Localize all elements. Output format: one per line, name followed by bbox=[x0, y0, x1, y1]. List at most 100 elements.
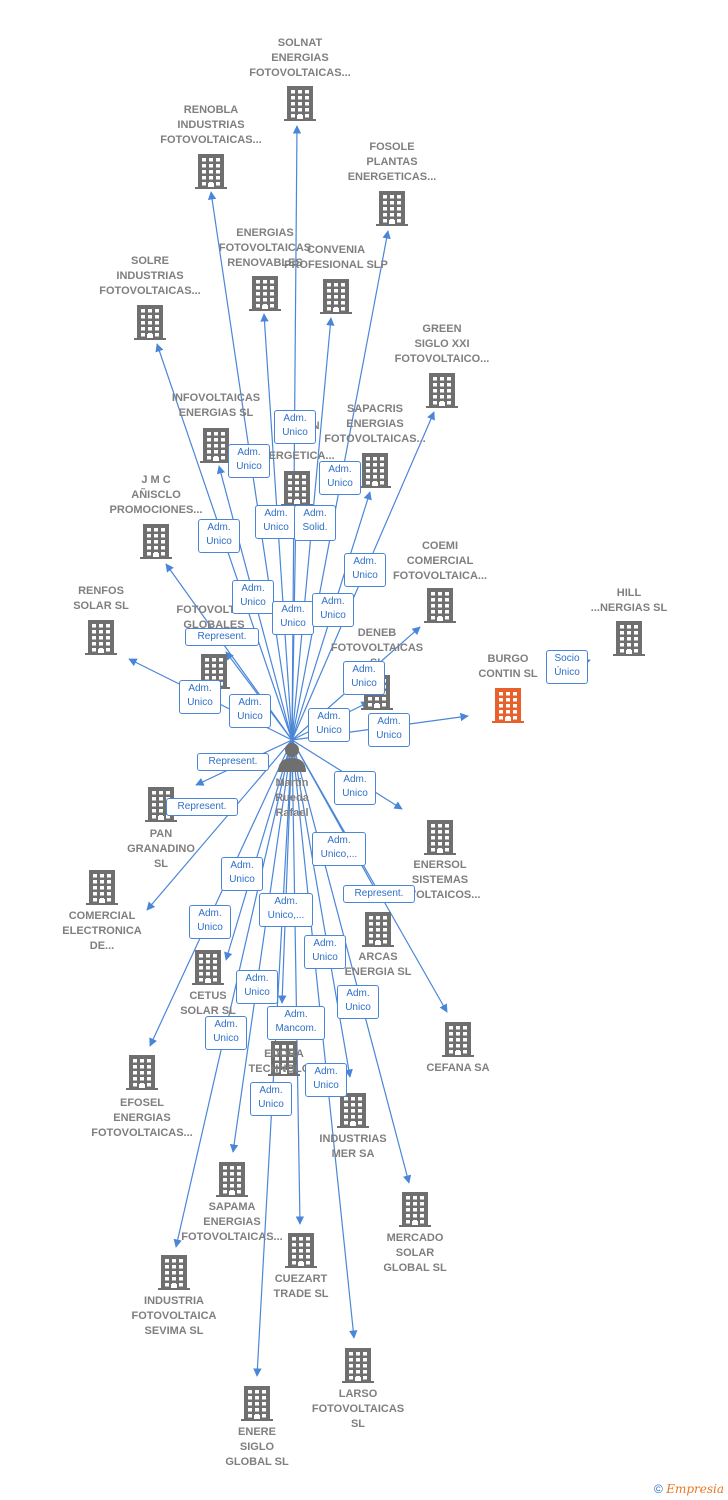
footer: © Empresia bbox=[654, 1482, 724, 1496]
company-node-arcas[interactable]: ARCAS ENERGIA SL bbox=[345, 950, 412, 980]
building-icon-renfos[interactable] bbox=[85, 620, 117, 655]
company-label: ENERGIAS FOTOVOLTAICAS RENOVABLES bbox=[218, 227, 312, 269]
company-label: ENERE SIGLO GLOBAL SL bbox=[225, 1426, 289, 1468]
building-icon-cefana[interactable] bbox=[442, 1022, 474, 1057]
company-node-renobla[interactable]: RENOBLA INDUSTRIAS FOTOVOLTAICAS... bbox=[160, 103, 261, 148]
building-icon-sapacris[interactable] bbox=[359, 453, 391, 488]
company-node-hill[interactable]: HILL ...NERGIAS SL bbox=[591, 586, 667, 616]
company-node-enere[interactable]: ENERE SIGLO GLOBAL SL bbox=[225, 1425, 288, 1470]
company-node-renfos[interactable]: RENFOS SOLAR SL bbox=[73, 584, 129, 614]
company-label: ARCAS ENERGIA SL bbox=[344, 951, 412, 978]
company-label: PAN GRANADINO SL bbox=[127, 828, 195, 870]
company-node-edora[interactable]: EDORA TECHNOLO... ... bbox=[249, 1047, 320, 1092]
company-node-industria-sevima[interactable]: INDUSTRIA FOTOVOLTAICA SEVIMA SL bbox=[132, 1294, 217, 1339]
building-icon-sapama[interactable] bbox=[216, 1162, 248, 1197]
company-node-cefana[interactable]: CEFANA SA bbox=[426, 1061, 489, 1076]
building-icon-solre[interactable] bbox=[134, 305, 166, 340]
building-icon-hill[interactable] bbox=[613, 621, 645, 656]
building-icon-energias-fotovoltaicas[interactable] bbox=[249, 276, 281, 311]
role-label: Adm. Unico bbox=[274, 410, 316, 444]
building-icon-arcas[interactable] bbox=[362, 912, 394, 947]
company-label: CETUS SOLAR SL bbox=[180, 990, 236, 1017]
person-name: Martin Rueda Rafael bbox=[275, 777, 309, 819]
role-label: Socio Único bbox=[546, 650, 588, 684]
company-label: SAPAMA ENERGIAS FOTOVOLTAICAS... bbox=[181, 1201, 283, 1243]
company-label: RENFOS SOLAR SL bbox=[73, 585, 129, 612]
role-label: Adm. Unico,... bbox=[259, 893, 313, 927]
role-label: Adm. Unico bbox=[205, 1016, 247, 1050]
building-icon-larso[interactable] bbox=[342, 1348, 374, 1383]
copyright-mark: © bbox=[654, 1482, 663, 1496]
company-node-sapama[interactable]: SAPAMA ENERGIAS FOTOVOLTAICAS... bbox=[181, 1200, 282, 1245]
building-icon-burgo[interactable] bbox=[492, 688, 524, 723]
company-node-efosel[interactable]: EFOSEL ENERGIAS FOTOVOLTAICAS... bbox=[91, 1096, 192, 1141]
building-icon-cetus[interactable] bbox=[192, 950, 224, 985]
company-node-enersol[interactable]: ENERSOL SISTEMAS ...VOLTAICOS... bbox=[400, 858, 481, 903]
company-label: CUEZART TRADE SL bbox=[273, 1273, 329, 1300]
company-node-industrias-mer[interactable]: INDUSTRIAS MER SA bbox=[319, 1132, 386, 1162]
building-icon-industria-sevima[interactable] bbox=[158, 1255, 190, 1290]
company-node-cetus[interactable]: CETUS SOLAR SL bbox=[180, 989, 236, 1019]
role-label: Represent. bbox=[185, 628, 259, 646]
company-node-cuezart[interactable]: CUEZART TRADE SL bbox=[274, 1272, 329, 1302]
role-label: Adm. Unico bbox=[189, 905, 231, 939]
edge-industria-sevima bbox=[173, 739, 293, 1248]
company-label: HILL ...NERGIAS SL bbox=[590, 587, 668, 614]
building-icon-infovoltaicas[interactable] bbox=[200, 428, 232, 463]
company-node-burgo[interactable]: BURGO CONTIN SL bbox=[478, 652, 537, 682]
building-icon-cuezart[interactable] bbox=[285, 1233, 317, 1268]
building-icon-solnat[interactable] bbox=[284, 86, 316, 121]
company-node-jmc[interactable]: J M C AÑISCLO PROMOCIONES... bbox=[110, 473, 203, 518]
building-icon-edora[interactable] bbox=[268, 1041, 300, 1076]
building-icon-efosel[interactable] bbox=[126, 1055, 158, 1090]
company-label: CONVENIA PROFESIONAL SLP bbox=[284, 244, 388, 271]
building-icon-enere[interactable] bbox=[241, 1386, 273, 1421]
role-label: Adm. Unico bbox=[250, 1082, 292, 1116]
company-node-solre[interactable]: SOLRE INDUSTRIAS FOTOVOLTAICAS... bbox=[99, 254, 200, 299]
person-icon[interactable] bbox=[278, 743, 306, 772]
building-icon-fosole[interactable] bbox=[376, 191, 408, 226]
building-icon-green-siglo[interactable] bbox=[426, 373, 458, 408]
company-label: EDORA TECHNOLO... ... bbox=[248, 1048, 320, 1090]
role-label: Represent. bbox=[197, 753, 269, 771]
company-node-solnat[interactable]: SOLNAT ENERGIAS FOTOVOLTAICAS... bbox=[249, 36, 350, 81]
role-label: Adm. Unico bbox=[229, 694, 271, 728]
company-node-mercado-solar[interactable]: MERCADO SOLAR GLOBAL SL bbox=[383, 1231, 446, 1276]
edge-cuezart bbox=[291, 739, 305, 1225]
company-node-sapacris[interactable]: SAPACRIS ENERGIAS FOTOVOLTAICAS... bbox=[324, 402, 425, 447]
company-node-convenia[interactable]: CONVENIA PROFESIONAL SLP bbox=[284, 243, 388, 273]
building-icon-agrupacion[interactable] bbox=[281, 471, 313, 506]
company-node-infovoltaicas[interactable]: INFOVOLTAICAS ENERGIAS SL bbox=[172, 391, 260, 421]
edge-cetus bbox=[224, 739, 293, 961]
company-node-energias-fotovoltaicas[interactable]: ENERGIAS FOTOVOLTAICAS RENOVABLES bbox=[219, 226, 311, 271]
company-node-comercial-electronica[interactable]: COMERCIAL ELECTRONICA DE... bbox=[62, 909, 141, 954]
role-label: Adm. Unico bbox=[319, 461, 361, 495]
company-node-larso[interactable]: LARSO FOTOVOLTAICAS SL bbox=[312, 1387, 404, 1432]
company-label: RENOBLA INDUSTRIAS FOTOVOLTAICAS... bbox=[160, 104, 262, 146]
company-node-green-siglo[interactable]: GREEN SIGLO XXI FOTOVOLTAICO... bbox=[395, 322, 490, 367]
brand-logo[interactable]: Empresia bbox=[666, 1482, 724, 1496]
company-node-deneb[interactable]: DENEB FOTOVOLTAICAS SL bbox=[331, 626, 423, 671]
person-node[interactable]: Martin Rueda Rafael bbox=[275, 776, 309, 821]
building-icon-convenia[interactable] bbox=[320, 279, 352, 314]
role-label: Adm. Unico bbox=[272, 601, 314, 635]
company-node-fosole[interactable]: FOSOLE PLANTAS ENERGETICAS... bbox=[348, 140, 437, 185]
company-label: FOSOLE PLANTAS ENERGETICAS... bbox=[347, 141, 437, 183]
role-label: Adm. Unico bbox=[228, 444, 270, 478]
edge-edora bbox=[278, 739, 293, 1004]
building-icon-comercial-electronica[interactable] bbox=[86, 870, 118, 905]
building-icon-coemi[interactable] bbox=[424, 588, 456, 623]
building-icon-jmc[interactable] bbox=[140, 524, 172, 559]
building-icon-mercado-solar[interactable] bbox=[399, 1192, 431, 1227]
role-label: Adm. Unico bbox=[304, 935, 346, 969]
company-node-pan-granadino[interactable]: PAN GRANADINO SL bbox=[127, 827, 195, 872]
role-label: Adm. Unico bbox=[308, 708, 350, 742]
edges bbox=[128, 125, 591, 1377]
role-label: Adm. Unico bbox=[179, 680, 221, 714]
building-icon-industrias-mer[interactable] bbox=[337, 1093, 369, 1128]
building-icon-enersol[interactable] bbox=[424, 820, 456, 855]
role-label: Adm. Unico bbox=[232, 580, 274, 614]
company-node-coemi[interactable]: COEMI COMERCIAL FOTOVOLTAICA... bbox=[393, 539, 487, 584]
building-icon-renobla[interactable] bbox=[195, 154, 227, 189]
company-label: INDUSTRIA FOTOVOLTAICA SEVIMA SL bbox=[131, 1295, 217, 1337]
